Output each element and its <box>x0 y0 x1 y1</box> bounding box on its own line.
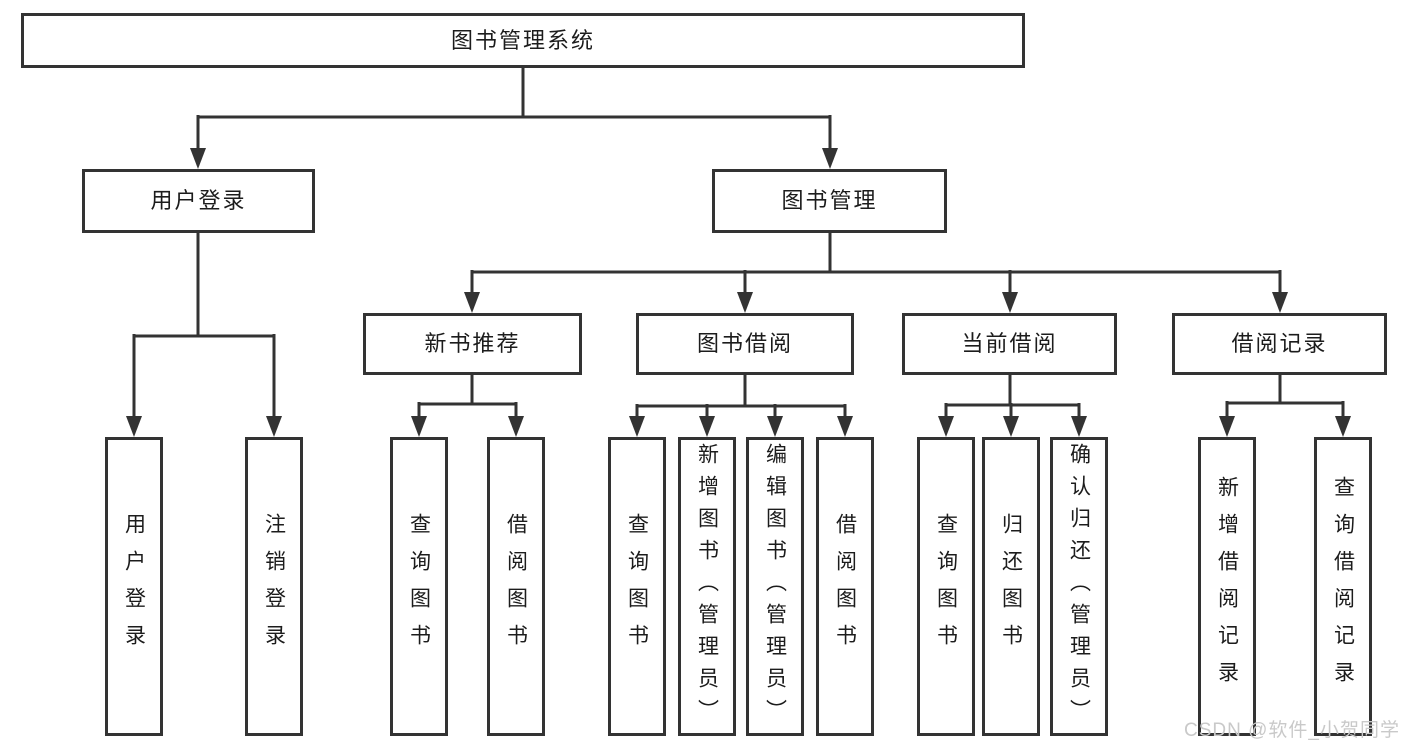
leaf-edit-book-admin: 编辑图书（管理员） <box>746 437 804 736</box>
node-book-borrow: 图书借阅 <box>636 313 854 375</box>
node-book-borrow-label: 图书借阅 <box>696 331 793 356</box>
leaf-query-books-borrow: 查询图书 <box>608 437 666 736</box>
node-book-management: 图书管理 <box>712 169 947 233</box>
csdn-watermark: CSDN @软件_小贺同学 <box>1184 720 1400 741</box>
leaf-query-borrow-record: 查询借阅记录 <box>1314 437 1372 736</box>
leaf-query-books-recommend: 查询图书 <box>390 437 448 736</box>
node-root: 图书管理系统 <box>21 13 1025 68</box>
node-new-book-recommend: 新书推荐 <box>363 313 582 375</box>
leaf-add-borrow-record: 新增借阅记录 <box>1198 437 1256 736</box>
node-root-label: 图书管理系统 <box>450 27 595 53</box>
leaf-return-book: 归还图书 <box>982 437 1040 736</box>
node-user-login: 用户登录 <box>82 169 315 233</box>
leaf-confirm-return-admin: 确认归还（管理员） <box>1050 437 1108 736</box>
leaf-user-login: 用户登录 <box>105 437 163 736</box>
leaf-logout: 注销登录 <box>245 437 303 736</box>
node-book-management-label: 图书管理 <box>781 188 878 213</box>
leaf-borrow-books-borrow: 借阅图书 <box>816 437 874 736</box>
node-user-login-label: 用户登录 <box>150 188 247 213</box>
node-borrow-records: 借阅记录 <box>1172 313 1387 375</box>
node-current-borrow: 当前借阅 <box>902 313 1117 375</box>
node-new-book-recommend-label: 新书推荐 <box>424 331 521 356</box>
node-current-borrow-label: 当前借阅 <box>961 331 1058 356</box>
node-borrow-records-label: 借阅记录 <box>1231 331 1328 356</box>
leaf-borrow-books-recommend: 借阅图书 <box>487 437 545 736</box>
leaf-add-book-admin: 新增图书（管理员） <box>678 437 736 736</box>
leaf-query-books-current: 查询图书 <box>917 437 975 736</box>
